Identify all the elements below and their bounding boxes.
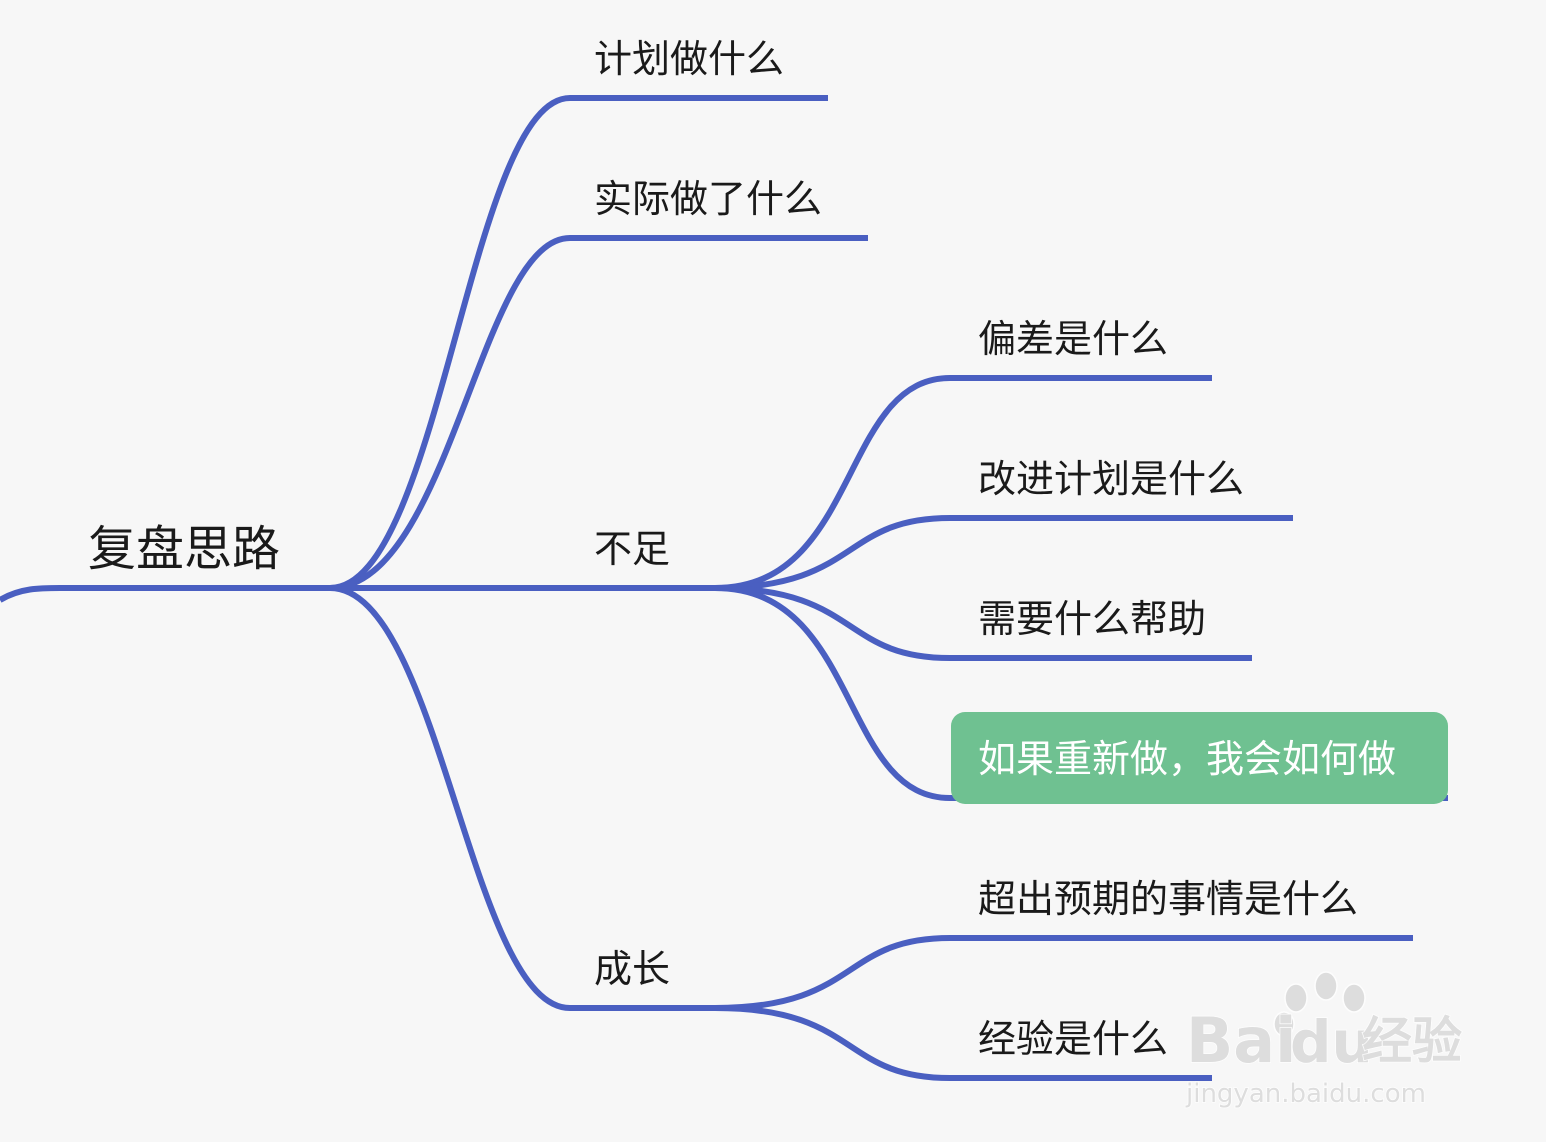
leaf-label-redo: 如果重新做，我会如何做 (978, 737, 1396, 781)
root-node[interactable]: 复盘思路 (88, 521, 280, 577)
leaf-label-help: 需要什么帮助 (978, 597, 1206, 641)
mindmap-edges (0, 95, 1448, 1081)
watermark-brand-jingyan: 经验 (1362, 1012, 1462, 1070)
branch-node-plan[interactable]: 计划做什么 (594, 37, 784, 81)
leaf-node-help[interactable]: 需要什么帮助 (978, 597, 1206, 641)
edge-root-actual (329, 235, 868, 591)
edge-root-growth (329, 585, 715, 1011)
root-label: 复盘思路 (88, 521, 280, 577)
leaf-node-experience[interactable]: 经验是什么 (978, 1017, 1168, 1061)
edge-growth-experience (714, 1005, 1212, 1081)
branch-label-growth: 成长 (594, 947, 670, 991)
leaf-node-redo-selected[interactable]: 如果重新做，我会如何做 (951, 712, 1448, 804)
branch-node-shortfall[interactable]: 不足 (594, 527, 670, 571)
branch-node-actual[interactable]: 实际做了什么 (594, 177, 822, 221)
leaf-node-unexpected[interactable]: 超出预期的事情是什么 (978, 877, 1358, 921)
edge-root-underline (0, 585, 330, 603)
leaf-label-improve: 改进计划是什么 (978, 457, 1244, 501)
branch-label-shortfall: 不足 (594, 527, 670, 571)
edge-root-plan (329, 95, 828, 591)
edge-shortfall-help (714, 585, 1252, 661)
branch-node-growth[interactable]: 成长 (594, 947, 670, 991)
edge-shortfall-deviation (714, 375, 1212, 591)
baidu-jingyan-watermark: Bai du 经验 jingyan.baidu.com (1184, 971, 1463, 1110)
selected-node-highlight (951, 712, 1448, 804)
edge-growth-unexpected (714, 935, 1413, 1011)
watermark-brand-bai: Bai (1186, 1004, 1296, 1077)
leaf-node-improve[interactable]: 改进计划是什么 (978, 457, 1244, 501)
watermark-brand-du: du (1290, 1008, 1373, 1076)
watermark-url: jingyan.baidu.com (1185, 1079, 1426, 1109)
leaf-label-experience: 经验是什么 (978, 1017, 1168, 1061)
leaf-label-deviation: 偏差是什么 (978, 317, 1168, 361)
leaf-label-unexpected: 超出预期的事情是什么 (978, 877, 1358, 921)
edge-shortfall-redo (714, 585, 1448, 801)
branch-label-plan: 计划做什么 (594, 37, 784, 81)
leaf-node-deviation[interactable]: 偏差是什么 (978, 317, 1168, 361)
edge-shortfall-improve (714, 515, 1293, 591)
branch-label-actual: 实际做了什么 (594, 177, 822, 221)
paw-icon (1273, 971, 1366, 1037)
